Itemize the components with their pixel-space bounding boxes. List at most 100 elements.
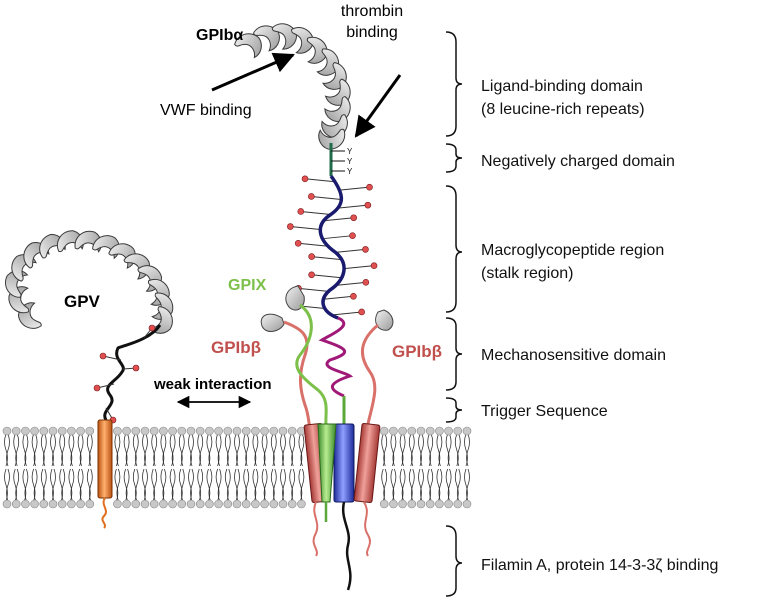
lipid-tail bbox=[289, 433, 294, 467]
lipid-tail bbox=[151, 433, 156, 467]
gp1bb-left-label: GPIbβ bbox=[211, 338, 261, 357]
lipid-tail bbox=[291, 433, 296, 467]
glycan-bead bbox=[362, 279, 370, 286]
lipid-tail bbox=[289, 468, 294, 502]
lipid-head bbox=[435, 499, 444, 509]
lipid-tail bbox=[272, 433, 277, 467]
lipid-tail bbox=[197, 468, 202, 502]
gpv-stalk bbox=[103, 324, 162, 421]
lipid-tail bbox=[61, 433, 66, 467]
lipid-head bbox=[232, 499, 242, 509]
lipid-tail bbox=[410, 468, 415, 502]
lipid-tail bbox=[13, 468, 18, 502]
lipid-tail bbox=[79, 468, 84, 502]
lipid-tail bbox=[77, 433, 82, 467]
gp1ba-leucine-rich-repeats bbox=[234, 23, 351, 150]
lipid-tail bbox=[226, 433, 231, 467]
lipid-tail bbox=[300, 433, 305, 467]
lipid-head bbox=[122, 499, 131, 509]
gp1ba-cytoplasmic-tail bbox=[341, 501, 352, 591]
lipid-tail bbox=[151, 468, 156, 502]
lipid-tail bbox=[410, 433, 415, 467]
lipid-tail bbox=[33, 433, 38, 467]
lipid-tail bbox=[86, 468, 91, 502]
bracket-trigger-sequence bbox=[445, 397, 463, 423]
gp1ba-mechanosensitive-segment bbox=[318, 316, 354, 398]
lipid-tail bbox=[86, 433, 91, 467]
lipid-tail bbox=[208, 433, 213, 467]
lipid-head bbox=[2, 426, 12, 436]
lipid-tail bbox=[88, 433, 93, 467]
gp1bb-right-label: GPIbβ bbox=[392, 342, 442, 361]
lipid-tail bbox=[447, 433, 452, 467]
lipid-tail bbox=[31, 468, 36, 502]
lipid-tail bbox=[298, 468, 303, 502]
lipid-tail bbox=[466, 433, 470, 467]
lipid-head bbox=[444, 426, 453, 436]
lipid-tail bbox=[418, 468, 422, 502]
leucine-rich-repeat bbox=[234, 33, 262, 59]
lipid-tail bbox=[190, 468, 194, 502]
lipid-head bbox=[425, 426, 435, 436]
bracket-macroglycopeptide bbox=[445, 185, 463, 313]
leucine-rich-repeat bbox=[252, 25, 280, 52]
leucine-rich-repeat bbox=[92, 235, 120, 260]
lipid-tail bbox=[454, 433, 459, 467]
lipid-tail bbox=[199, 433, 204, 467]
lipid-head bbox=[232, 426, 242, 436]
lipid-tail bbox=[52, 433, 56, 467]
glycan-stem bbox=[344, 265, 375, 270]
glycan-stem bbox=[339, 186, 370, 191]
lipid-head bbox=[131, 426, 141, 436]
lipid-head bbox=[11, 499, 21, 509]
glycan-bead bbox=[297, 208, 305, 215]
lipid-tail bbox=[132, 433, 137, 467]
lipid-head bbox=[30, 499, 39, 509]
lipid-head bbox=[223, 426, 233, 436]
lipid-head bbox=[241, 499, 251, 509]
mechanosensitive-domain-label: Mechanosensitive domain bbox=[481, 347, 666, 364]
lipid-tail bbox=[197, 433, 202, 467]
gpv-cytoplasmic-tail bbox=[101, 497, 107, 529]
lipid-tail bbox=[254, 468, 259, 502]
lipid-tail bbox=[171, 468, 176, 502]
lipid-head bbox=[195, 499, 205, 509]
lipid-tail bbox=[420, 433, 424, 467]
gpv-protein bbox=[4, 230, 174, 529]
lipid-tail bbox=[206, 468, 211, 502]
lipid-head bbox=[186, 499, 196, 509]
lipid-tail bbox=[15, 433, 20, 467]
lipid-bilayer bbox=[2, 426, 472, 509]
lipid-tail bbox=[15, 468, 20, 502]
lipid-tail bbox=[206, 433, 211, 467]
glycan-stem bbox=[311, 195, 342, 200]
lipid-tail bbox=[114, 433, 119, 467]
lipid-tail bbox=[436, 468, 441, 502]
gpv-transmembrane-helix bbox=[97, 419, 113, 499]
lipid-head bbox=[425, 499, 435, 509]
lipid-tail bbox=[169, 433, 174, 467]
lipid-tail bbox=[282, 433, 286, 467]
lipid-tail bbox=[261, 468, 266, 502]
lipid-head bbox=[168, 426, 177, 436]
thrombin-label-line2: binding bbox=[346, 24, 398, 41]
lipid-tail bbox=[24, 433, 29, 467]
lipid-head bbox=[186, 426, 196, 436]
glycan-stem bbox=[322, 235, 353, 240]
tyrosine-label: Y bbox=[347, 157, 353, 166]
lipid-tail bbox=[114, 468, 119, 502]
lipid-tail bbox=[381, 468, 386, 502]
lipid-tail bbox=[291, 468, 296, 502]
lipid-tail bbox=[70, 433, 75, 467]
weak-interaction-label: weak interaction bbox=[153, 376, 272, 393]
lipid-tail bbox=[464, 433, 468, 467]
lipid-tail bbox=[234, 433, 238, 467]
lipid-head bbox=[241, 426, 251, 436]
lipid-head bbox=[21, 499, 30, 509]
lipid-tail bbox=[282, 468, 286, 502]
lipid-tail bbox=[208, 468, 213, 502]
lipid-head bbox=[11, 426, 21, 436]
lipid-tail bbox=[390, 433, 395, 467]
lipid-head bbox=[389, 426, 398, 436]
